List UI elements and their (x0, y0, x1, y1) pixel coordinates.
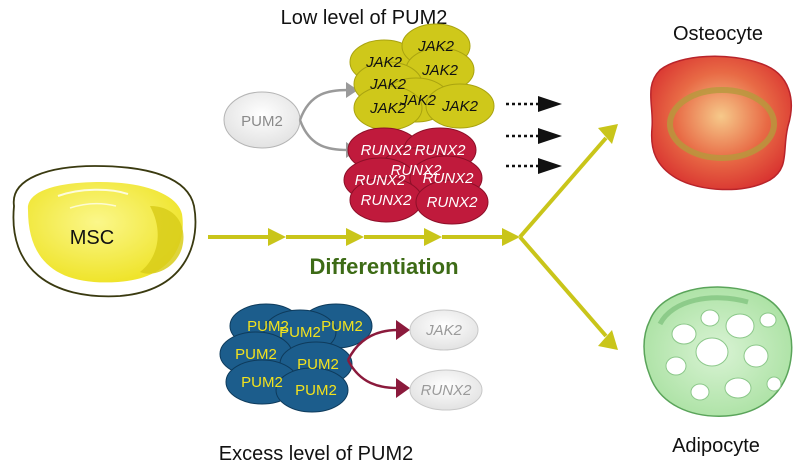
top-label: Low level of PUM2 (281, 7, 448, 29)
jak2-label: JAK2 (369, 100, 407, 117)
runx2-target-blob (409, 369, 483, 411)
jak2-label: JAK2 (399, 92, 437, 109)
jak2-target-blob (409, 309, 479, 351)
jak2-label: JAK2 (417, 38, 455, 55)
runx2-cluster: RUNX2 RUNX2 RUNX2 RUNX2 RUNX2 RUNX2 RUNX… (343, 127, 489, 225)
jak2-blob (425, 83, 495, 129)
msc-cell: MSC (12, 165, 197, 298)
runx2-target-label: RUNX2 (421, 382, 473, 399)
jak2-label: JAK2 (365, 54, 403, 71)
runx2-label: RUNX2 (355, 172, 407, 189)
pum2-label: PUM2 (295, 382, 337, 399)
adipocyte-label: Adipocyte (672, 435, 760, 457)
osteocyte-cell: Osteocyte (649, 23, 792, 191)
pum2-label: PUM2 (279, 324, 321, 341)
jak2-label: JAK2 (421, 62, 459, 79)
pum2-cluster: PUM2 PUM2 PUM2 PUM2 PUM2 PUM2 PUM2 (219, 303, 373, 413)
pum2-label: PUM2 (241, 374, 283, 391)
runx2-label: RUNX2 (415, 142, 467, 159)
runx2-label: RUNX2 (423, 170, 475, 187)
runx2-label: RUNX2 (361, 142, 413, 159)
bottom-label: Excess level of PUM2 (219, 443, 414, 465)
differentiation-arrow (208, 124, 618, 350)
pum2-label: PUM2 (297, 356, 339, 373)
jak2-label: JAK2 (369, 76, 407, 93)
top-pum2-inhibition: PUM2 (223, 82, 358, 158)
jak2-cluster: JAK2 JAK2 JAK2 JAK2 JAK2 JAK2 JAK2 (349, 23, 495, 131)
runx2-blob (415, 179, 489, 225)
jak2-target-label: JAK2 (425, 322, 463, 339)
bottom-pum2-inhibition (346, 320, 410, 398)
top-pum2-label: PUM2 (241, 113, 283, 130)
pum2-label: PUM2 (321, 318, 363, 335)
differentiation-label: Differentiation (309, 254, 458, 279)
adipocyte-cell: Adipocyte (643, 286, 793, 457)
runx2-label: RUNX2 (391, 162, 443, 179)
promotion-arrows (506, 96, 562, 174)
osteocyte-label: Osteocyte (673, 23, 763, 45)
pum2-blob (275, 367, 349, 413)
pum2-label: PUM2 (247, 318, 289, 335)
pum2-label: PUM2 (235, 346, 277, 363)
jak2-label: JAK2 (441, 98, 479, 115)
msc-label: MSC (70, 227, 114, 249)
runx2-label: RUNX2 (361, 192, 413, 209)
runx2-label: RUNX2 (427, 194, 479, 211)
suppressed-targets: JAK2 RUNX2 (409, 309, 483, 411)
